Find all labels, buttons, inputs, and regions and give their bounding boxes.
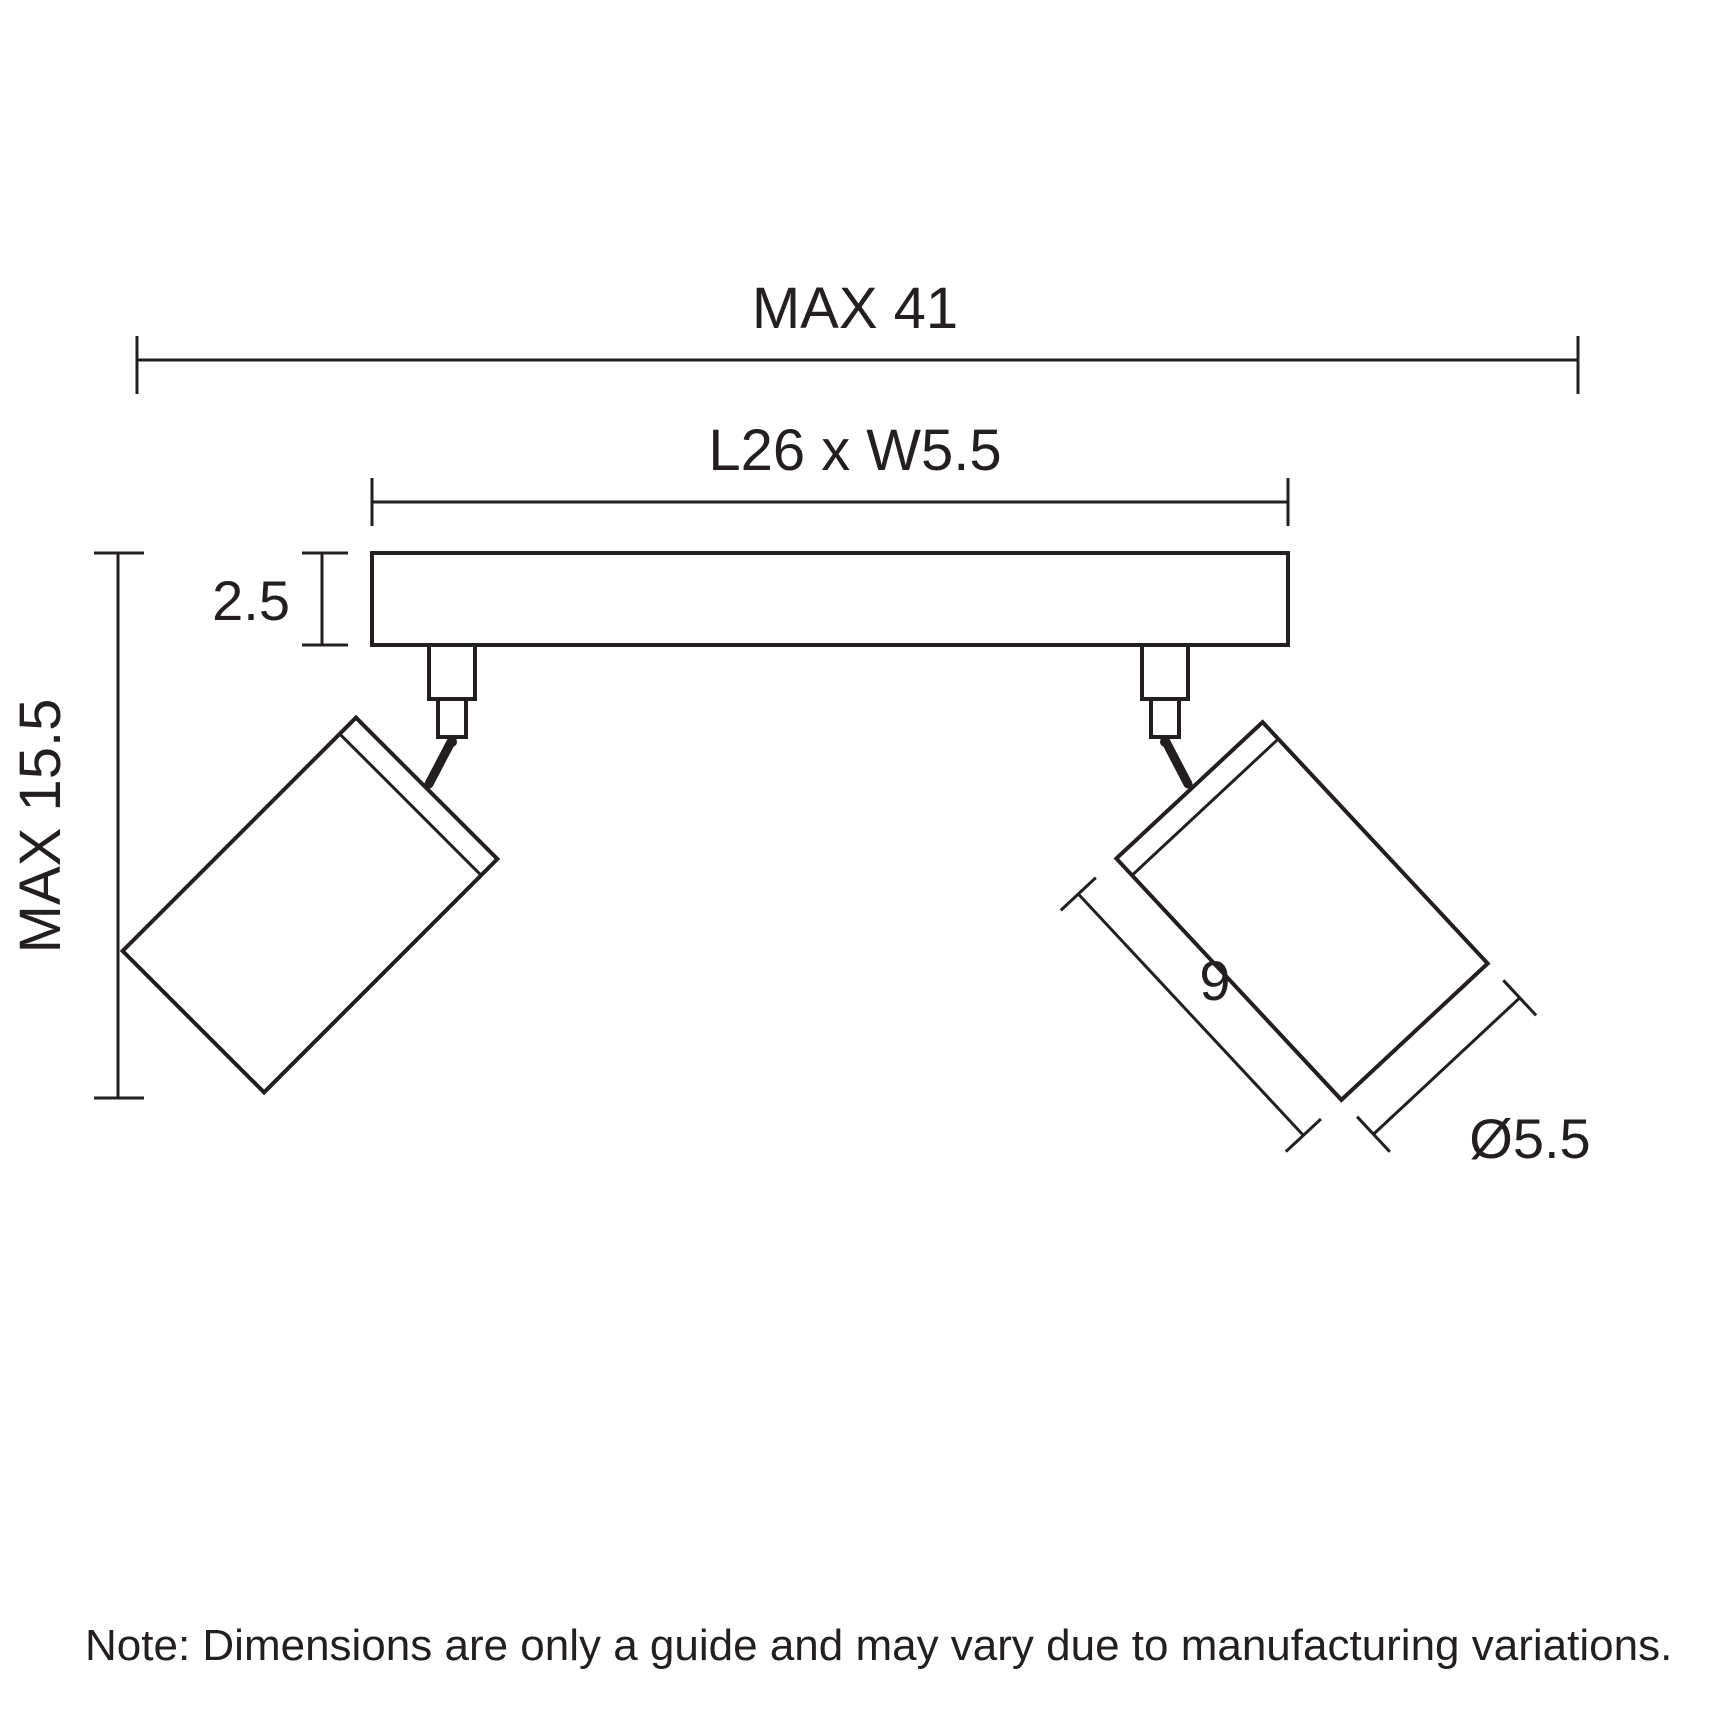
left-stem-joint [424,643,477,789]
right-spotlight-cap-line [1130,737,1280,877]
dim-head-length-tick-b [1284,1117,1322,1153]
right-stem-joint [1140,643,1193,789]
right-hinge-pivot [1160,737,1170,747]
right-spotlight-head [1059,719,1538,1153]
dim-head-diameter-line [1372,996,1521,1136]
dimension-max-width: MAX 41 [135,276,1580,394]
dim-head-length-line [1077,892,1305,1137]
dim-head-diameter-tick-b [1355,1115,1391,1153]
left-spotlight-cap-line [338,732,483,877]
dim-head-diameter-label: Ø5.5 [1469,1107,1590,1170]
dimension-head-diameter [1355,979,1538,1153]
dimension-head-length [1059,876,1322,1153]
left-hinge-pivot [447,737,457,747]
dim-plate-size-label: L26 x W5.5 [708,418,1001,483]
left-spotlight-body [119,714,501,1096]
mounting-bar [370,551,1290,647]
dim-head-length-label: 9 [1199,949,1230,1012]
right-stem-neck [1149,697,1181,739]
dim-max-width-label: MAX 41 [752,276,958,341]
left-spotlight-head [119,714,501,1096]
right-stem-collar [1140,643,1190,701]
right-spotlight-body [1113,719,1491,1103]
dim-head-length-tick-a [1059,876,1097,912]
dim-plate-thickness-label: 2.5 [212,569,290,632]
dim-head-diameter-tick-a [1502,979,1538,1017]
dimension-disclaimer-note: Note: Dimensions are only a guide and ma… [85,1621,1672,1670]
dimension-plate-size: L26 x W5.5 [370,418,1290,526]
left-stem-neck [436,697,468,739]
left-hinge-arm [424,735,457,789]
dim-max-height-label: MAX 15.5 [8,699,73,954]
dimension-plate-thickness: 2.5 [212,551,348,647]
dimension-max-height: MAX 15.5 [8,551,144,1100]
left-stem-collar [427,643,477,701]
right-hinge-arm [1160,735,1193,789]
